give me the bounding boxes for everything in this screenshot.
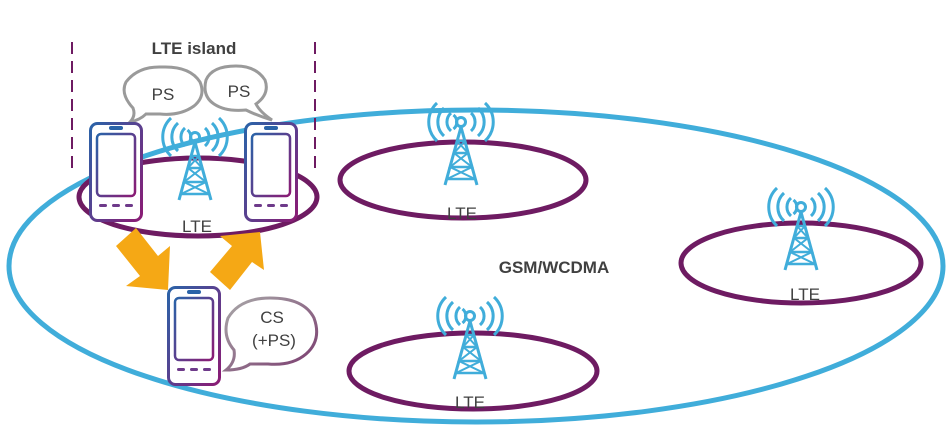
lte-cell-label: LTE: [182, 217, 212, 236]
speech-bubble-ps-left: PS: [122, 65, 204, 125]
mobile-phone-icon: [244, 122, 298, 222]
handover-arrow-down: [116, 228, 170, 290]
cell-tower-icon: [767, 186, 835, 272]
gsm-wcdma-coverage: [6, 107, 946, 425]
lte-cell-label: LTE: [790, 285, 820, 304]
bubble-cs-text: (+PS): [252, 331, 296, 350]
bubble-ps-text: PS: [152, 85, 175, 104]
speech-bubble-ps-right: PS: [203, 64, 273, 122]
cell-tower-icon: [436, 295, 504, 381]
network-label: GSM/WCDMA: [499, 258, 609, 277]
lte-cell-right: [678, 220, 924, 306]
mobile-phone-icon: [167, 286, 221, 386]
mobile-phone-icon: [89, 122, 143, 222]
handover-arrow-up: [210, 232, 264, 290]
lte-cell-label: LTE: [447, 204, 477, 223]
bubble-cs-text: CS: [260, 308, 284, 327]
speech-bubble-cs: CS (+PS): [221, 296, 319, 372]
bubble-ps-text: PS: [228, 82, 251, 101]
lte-cell-label: LTE: [455, 393, 485, 412]
lte-island-label: LTE island: [152, 39, 237, 58]
